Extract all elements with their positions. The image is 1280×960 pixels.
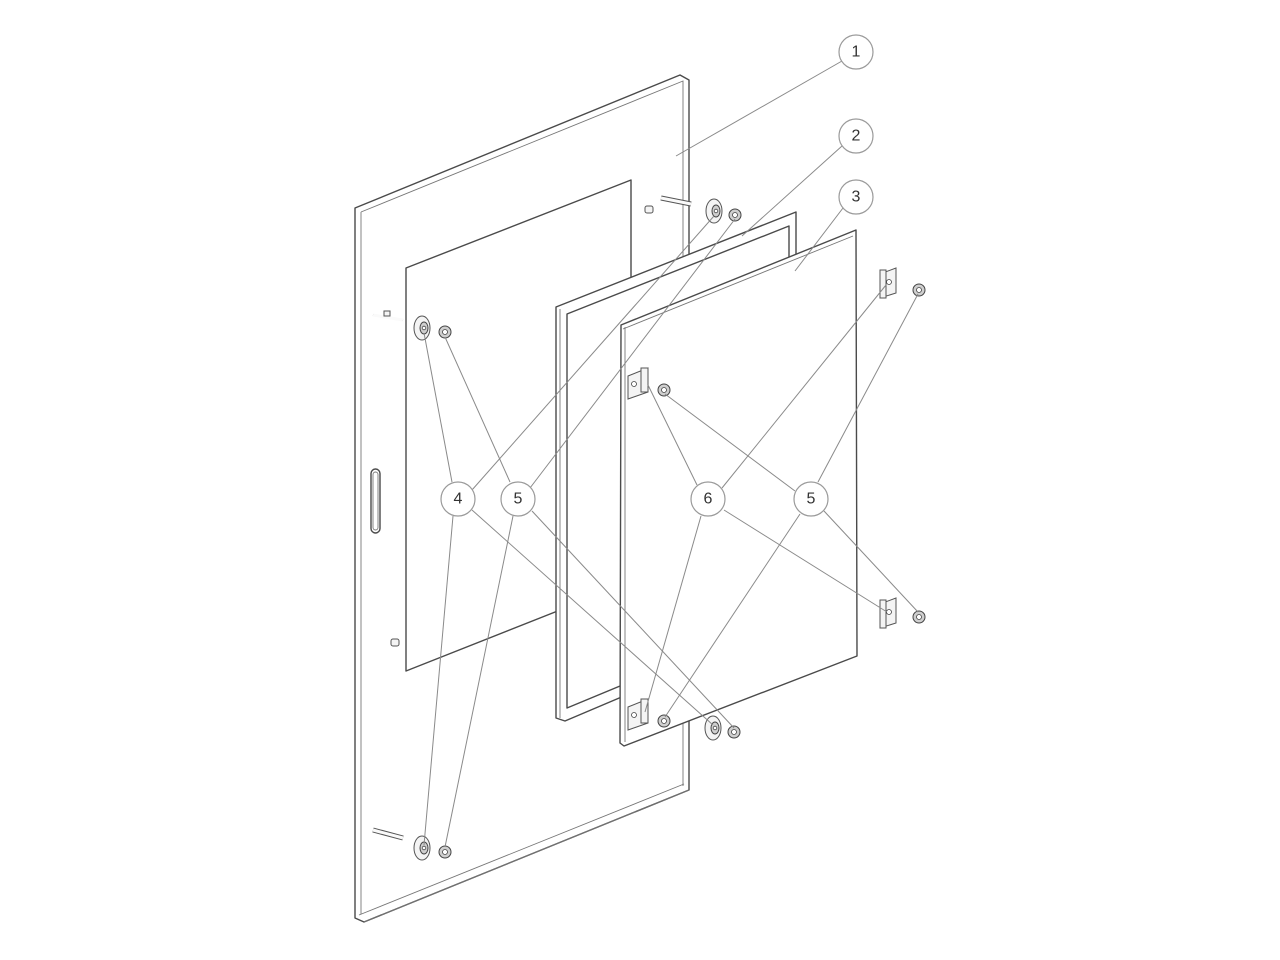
nut-5	[912, 283, 926, 297]
pin-top-right	[660, 195, 692, 207]
clips	[627, 267, 897, 731]
stud-bottom-left	[390, 638, 400, 647]
callout-label: 5	[514, 491, 523, 508]
leader-lines	[423, 60, 919, 848]
stud-top	[644, 205, 654, 214]
washer-top-right	[705, 198, 723, 224]
inner-panel-nuts	[657, 383, 671, 728]
nut-inner-top	[657, 383, 671, 397]
nut-6	[912, 610, 926, 624]
callout-5-left: 5	[500, 481, 536, 517]
clip-bottom-right	[879, 597, 897, 629]
inner-panel	[619, 229, 858, 747]
nut-4	[727, 725, 741, 739]
pin-top-left	[372, 310, 404, 322]
washer-top-left	[413, 315, 431, 341]
callout-3: 3	[838, 179, 874, 215]
callout-label: 3	[852, 189, 861, 206]
callout-label: 6	[704, 491, 713, 508]
nut-2	[728, 208, 742, 222]
nut-inner-bottom	[657, 714, 671, 728]
nuts	[438, 208, 926, 859]
washer-bottom-left	[413, 835, 431, 861]
callout-1: 1	[838, 34, 874, 70]
pins	[372, 195, 692, 841]
callout-6: 6	[690, 481, 726, 517]
pin-bottom-left	[372, 827, 404, 841]
nut-1	[438, 325, 452, 339]
clip-top-right	[879, 267, 897, 299]
callout-2: 2	[838, 118, 874, 154]
callout-label: 5	[807, 491, 816, 508]
callout-5-right: 5	[793, 481, 829, 517]
callout-label: 1	[852, 44, 861, 61]
callout-4: 4	[440, 481, 476, 517]
clip-bottom-left	[627, 698, 649, 731]
handle-slot	[370, 468, 381, 534]
callout-label: 2	[852, 128, 861, 145]
clip-top-left	[627, 367, 649, 400]
callout-label: 4	[454, 491, 463, 508]
nut-3	[438, 845, 452, 859]
washers	[413, 198, 723, 861]
